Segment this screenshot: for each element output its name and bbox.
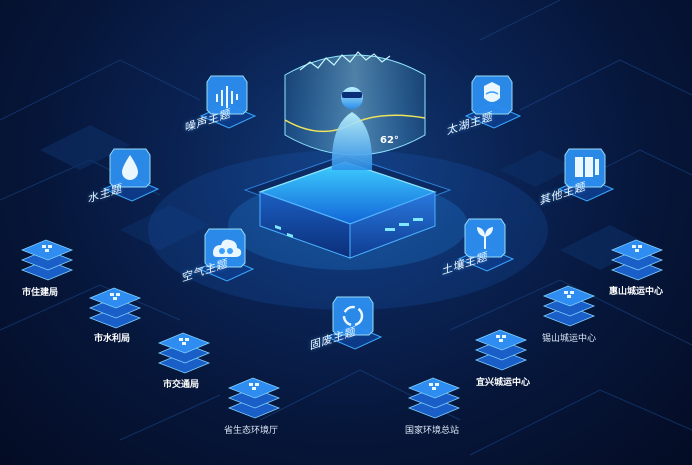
- holographic-hub: [284, 51, 426, 170]
- theme-tile-soil[interactable]: [455, 215, 515, 272]
- theme-tile-noise[interactable]: [197, 72, 257, 129]
- water-drop-icon: [122, 155, 138, 180]
- theme-tile-other[interactable]: [555, 145, 615, 202]
- theme-tile-lake[interactable]: [462, 72, 522, 129]
- agency-node-city-construction[interactable]: [18, 232, 78, 281]
- agency-node-huishan-center[interactable]: [608, 232, 668, 281]
- gauge-readout: 62°: [380, 135, 399, 146]
- agency-node-xishan-center[interactable]: [540, 278, 600, 327]
- agency-label-city-water: 市水利局: [94, 334, 131, 344]
- theme-tile-air[interactable]: [195, 225, 255, 282]
- agency-label-huishan-center: 惠山城运中心: [609, 287, 664, 297]
- sprout-icon: [477, 227, 493, 249]
- cloud-icon: [213, 239, 242, 257]
- theme-tile-solid-waste[interactable]: [323, 293, 383, 350]
- waveform-icon: [216, 86, 238, 108]
- agency-node-city-water[interactable]: [86, 280, 146, 329]
- theme-tile-water[interactable]: [100, 145, 160, 202]
- recycle-icon: [342, 305, 364, 327]
- stack-icon: [575, 157, 599, 177]
- agency-node-city-transport[interactable]: [155, 325, 215, 374]
- agency-node-yixing-center[interactable]: [472, 322, 532, 371]
- agency-label-national-station: 国家环境总站: [405, 426, 460, 436]
- agency-label-yixing-center: 宜兴城运中心: [476, 378, 531, 388]
- agency-label-city-transport: 市交通局: [163, 380, 200, 390]
- agency-node-province-eco[interactable]: [225, 370, 285, 419]
- agency-label-city-construction: 市住建局: [22, 288, 59, 298]
- central-platform: [243, 154, 452, 259]
- lake-shield-icon: [484, 82, 500, 102]
- agency-label-province-eco: 省生态环境厅: [224, 426, 279, 436]
- agency-node-national-station[interactable]: [405, 370, 465, 419]
- agency-label-xishan-center: 锡山城运中心: [542, 334, 597, 344]
